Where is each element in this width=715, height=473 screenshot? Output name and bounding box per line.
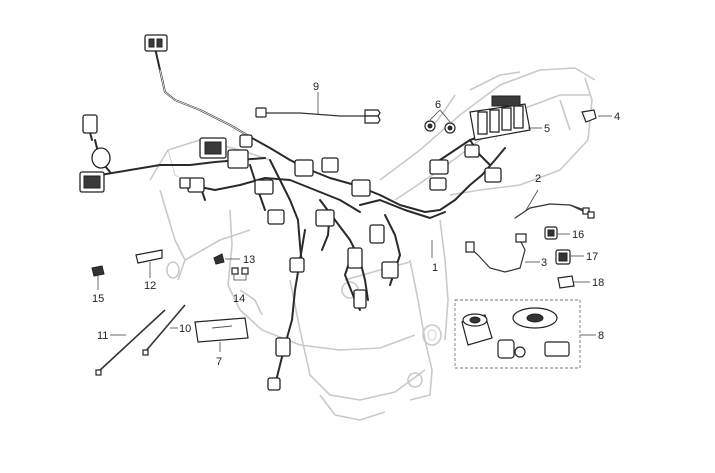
connector-lower bbox=[289, 257, 305, 273]
callout-18: 18 bbox=[592, 277, 604, 289]
clip bbox=[241, 267, 249, 275]
connector-bottom-end bbox=[267, 377, 281, 391]
callout-16: 16 bbox=[572, 229, 584, 241]
callout-3: 3 bbox=[541, 257, 547, 269]
part-11-cable-tie[interactable] bbox=[95, 309, 166, 376]
part-18-clip[interactable] bbox=[557, 275, 575, 289]
part-3-connector bbox=[515, 233, 527, 243]
connector-round bbox=[91, 147, 111, 169]
connector-cluster-i bbox=[267, 209, 285, 225]
fuse bbox=[501, 107, 512, 131]
tie-head bbox=[142, 349, 149, 356]
part-2-terminal bbox=[582, 207, 590, 215]
connector-face bbox=[204, 141, 222, 155]
part-8-ignition-set[interactable] bbox=[461, 307, 570, 359]
connector-mid bbox=[347, 247, 363, 269]
connector-right-a bbox=[429, 159, 449, 175]
callout-13: 13 bbox=[243, 254, 255, 266]
callout-9: 9 bbox=[313, 81, 319, 93]
nut-hole bbox=[447, 125, 453, 131]
connector-mid-right bbox=[369, 224, 385, 244]
manual-text-line bbox=[211, 325, 233, 329]
callout-2: 2 bbox=[535, 173, 541, 185]
connector-cluster-e bbox=[294, 159, 314, 177]
main-wiring-harness[interactable] bbox=[87, 47, 506, 386]
relay bbox=[491, 95, 521, 107]
part-12-bracket[interactable] bbox=[135, 249, 163, 264]
callout-11: 11 bbox=[97, 330, 108, 342]
part-15-clip[interactable] bbox=[91, 265, 105, 277]
lock-bracket bbox=[544, 341, 570, 357]
part-3-sensor-wire[interactable] bbox=[465, 233, 527, 273]
callout-8: 8 bbox=[598, 330, 604, 342]
ignition-keyhole bbox=[469, 316, 481, 324]
harness-connectors bbox=[79, 34, 502, 391]
part-6-nuts[interactable] bbox=[424, 120, 456, 134]
callout-12: 12 bbox=[144, 280, 156, 292]
callout-17: 17 bbox=[586, 251, 598, 263]
callout-5: 5 bbox=[544, 123, 550, 135]
part-9-connector bbox=[255, 107, 267, 118]
fuse bbox=[513, 105, 524, 129]
nut-hole bbox=[427, 123, 433, 129]
connector-clip bbox=[179, 177, 191, 189]
part-14-clips[interactable] bbox=[231, 267, 249, 281]
connector-top-clip bbox=[239, 134, 253, 148]
callout-4: 4 bbox=[614, 111, 620, 123]
callout-labels: 1 2 3 4 5 6 7 8 9 10 11 12 13 14 15 16 1… bbox=[92, 81, 620, 368]
lock-ring bbox=[514, 346, 526, 358]
callout-10: 10 bbox=[179, 323, 191, 335]
connector-right-c bbox=[484, 167, 502, 183]
motorcycle-frame bbox=[149, 67, 596, 421]
connector-face bbox=[83, 175, 101, 189]
leader-lines bbox=[97, 92, 612, 352]
part-2-terminal bbox=[587, 211, 595, 219]
callout-7: 7 bbox=[216, 356, 222, 368]
part-2-wire[interactable] bbox=[514, 203, 595, 219]
fuse bbox=[489, 109, 500, 133]
connector-left bbox=[82, 114, 98, 134]
tie-head bbox=[95, 369, 102, 376]
connector-pin bbox=[148, 38, 155, 48]
connector-pin bbox=[156, 38, 163, 48]
fuel-cap-lock-core bbox=[526, 313, 544, 323]
part-9-terminal bbox=[364, 115, 381, 124]
callout-1: 1 bbox=[432, 262, 438, 274]
part-16-connector[interactable] bbox=[544, 226, 558, 240]
part-10-cable-tie[interactable] bbox=[142, 304, 186, 356]
connector-right-d bbox=[464, 144, 480, 158]
callout-15: 15 bbox=[92, 293, 104, 305]
connector-cluster-f bbox=[321, 157, 339, 173]
seat-lock bbox=[497, 339, 515, 359]
connector-cluster-d bbox=[254, 179, 274, 195]
fuse bbox=[477, 111, 488, 135]
connector-cluster-h bbox=[315, 209, 335, 227]
part-4-clip[interactable] bbox=[581, 109, 597, 123]
connector-top-left bbox=[144, 34, 168, 52]
part-17-relay[interactable] bbox=[555, 249, 571, 265]
connector-cluster-g bbox=[351, 179, 371, 197]
connector-right-b bbox=[429, 177, 447, 191]
part-3-connector bbox=[465, 241, 475, 253]
connector-bottom bbox=[275, 337, 291, 357]
connector-lower-b bbox=[353, 289, 367, 309]
clip bbox=[231, 267, 239, 275]
connector-lower-c bbox=[381, 261, 399, 279]
callout-6: 6 bbox=[435, 99, 441, 111]
part-5-fuse-box[interactable] bbox=[469, 95, 531, 141]
part-13-clip[interactable] bbox=[213, 253, 225, 265]
connector-cluster-b bbox=[227, 149, 249, 169]
part-9-terminal bbox=[364, 109, 381, 117]
part-7-manual[interactable] bbox=[194, 317, 249, 343]
callout-14: 14 bbox=[233, 293, 245, 305]
part-9-wire[interactable] bbox=[255, 107, 381, 124]
part-8-group-box bbox=[454, 299, 581, 369]
